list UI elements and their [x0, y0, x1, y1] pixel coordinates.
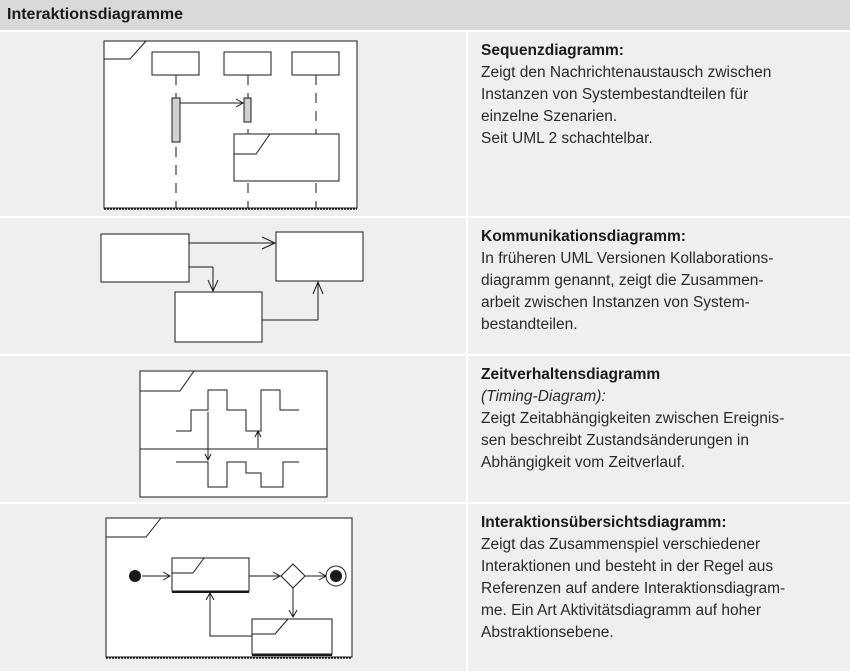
column-divider [466, 218, 468, 354]
table-row-communication: Kommunikationsdiagramm: In früheren UML … [0, 218, 850, 354]
table-row-sequence: Sequenzdiagramm: Zeigt den Nachrichtenau… [0, 32, 850, 216]
row-heading: Sequenzdiagramm: [481, 42, 624, 59]
column-divider [466, 504, 468, 671]
row-heading: Interaktionsübersichtsdiagramm: [481, 514, 727, 531]
row-body: In früheren UML Versionen Kollaborations… [481, 250, 774, 333]
row-description: Sequenzdiagramm: Zeigt den Nachrichtenau… [481, 40, 841, 150]
table-row-interaction-overview: Interaktionsübersichtsdiagramm: Zeigt da… [0, 504, 850, 671]
row-description: Kommunikationsdiagramm: In früheren UML … [481, 226, 841, 336]
timing-diagram-icon [139, 370, 328, 498]
row-separator [0, 216, 850, 218]
column-divider [466, 356, 468, 502]
table-row-timing: Zeitverhaltensdiagramm (Timing-Diagram):… [0, 356, 850, 502]
row-heading: Kommunikationsdiagramm: [481, 228, 686, 245]
row-body: Zeigt das Zusammenspiel verschiedener In… [481, 536, 786, 641]
row-body: Zeigt Zeitabhängigkeiten zwischen Ereign… [481, 410, 785, 471]
row-heading: Zeitverhaltensdiagramm [481, 366, 661, 383]
communication-diagram-icon [100, 231, 364, 343]
row-separator [0, 502, 850, 504]
row-separator [0, 354, 850, 356]
row-description: Zeitverhaltensdiagramm (Timing-Diagram):… [481, 364, 841, 474]
row-subheading: (Timing-Diagram): [481, 388, 606, 405]
column-divider [466, 32, 468, 216]
table-title: Interaktionsdiagramme [7, 6, 184, 23]
row-description: Interaktionsübersichtsdiagramm: Zeigt da… [481, 512, 841, 644]
table-header: Interaktionsdiagramme [0, 0, 850, 30]
row-body: Zeigt den Nachrichtenaustausch zwischen … [481, 64, 772, 147]
sequence-diagram-icon [103, 40, 358, 210]
interaction-overview-diagram-icon [105, 517, 353, 659]
